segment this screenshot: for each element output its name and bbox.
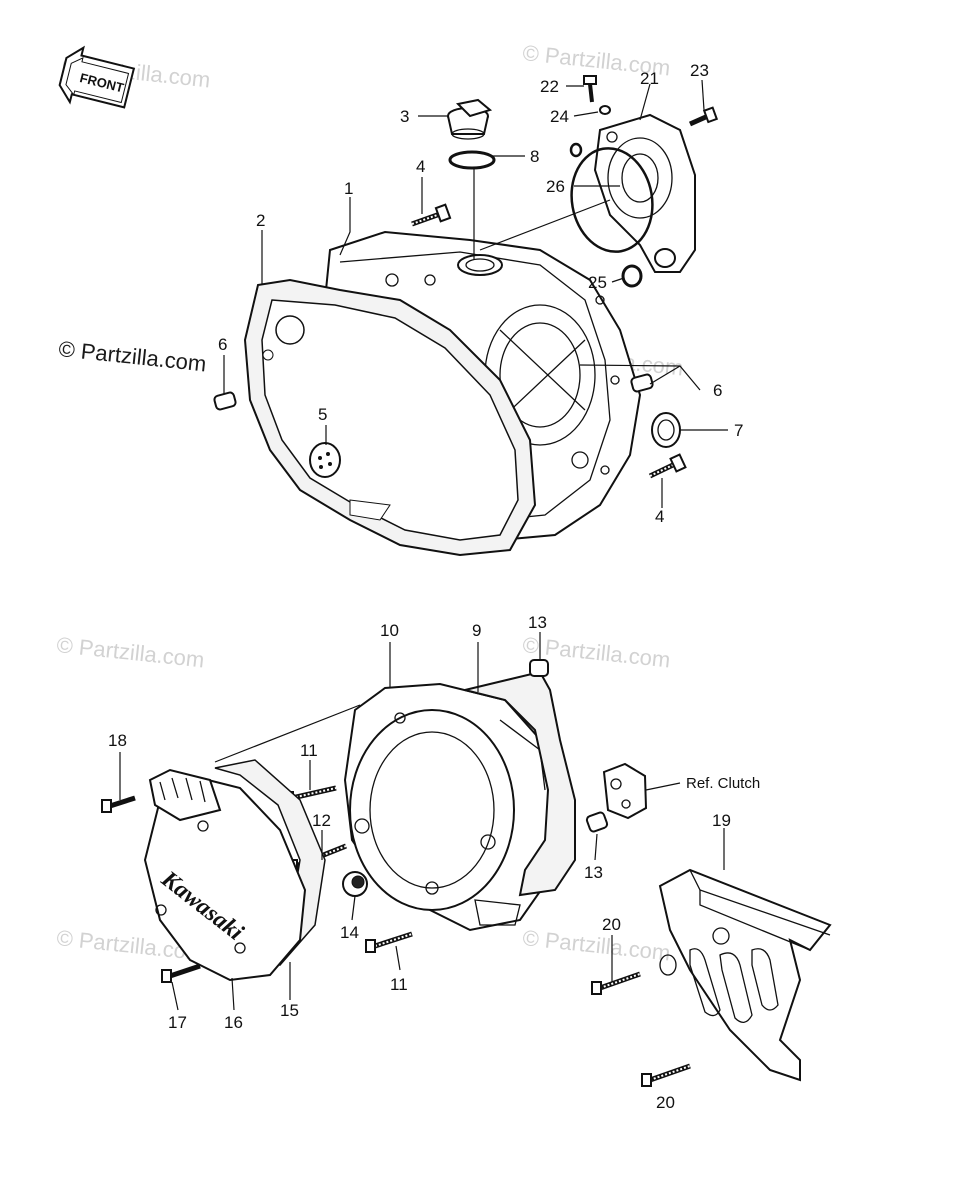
callout-24: 24 (550, 107, 569, 126)
bolt-part-17 (161, 963, 201, 983)
callout-18: 18 (108, 731, 127, 750)
o-ring-part-26 (570, 147, 654, 253)
bolt-part-20-upper (591, 971, 641, 995)
watermark-left-dark: © Partzilla.com (57, 336, 207, 376)
oil-screen-part-5 (309, 442, 341, 478)
callout-20-upper: 20 (602, 915, 621, 934)
callout-12: 12 (312, 811, 331, 830)
callout-20-lower: 20 (656, 1093, 675, 1112)
oil-seal-part-7 (651, 412, 681, 448)
callout-19: 19 (712, 811, 731, 830)
callout-labels: 1 2 3 4 4 5 6 6 7 8 9 10 11 11 12 13 13 … (108, 61, 760, 1112)
callout-22: 22 (540, 77, 559, 96)
callout-8: 8 (530, 147, 539, 166)
bolt-part-18 (101, 795, 136, 813)
callout-6-right: 6 (713, 381, 722, 400)
sprocket-cover-part-19 (658, 868, 832, 1082)
screw-part-22 (583, 75, 597, 103)
callout-5: 5 (318, 405, 327, 424)
dowel-pin-part-6-left (213, 391, 237, 411)
callout-2: 2 (256, 211, 265, 230)
front-arrow-badge: FRONT (58, 45, 136, 109)
bolt-part-4-lower (648, 453, 687, 479)
dowel-pin-part-13-lower (585, 811, 609, 833)
callout-16: 16 (224, 1013, 243, 1032)
bolt-part-11-lower (365, 931, 413, 953)
callout-15: 15 (280, 1001, 299, 1020)
reference-clutch-label: Ref. Clutch (686, 775, 760, 792)
callout-25: 25 (588, 273, 607, 292)
callout-13-lower: 13 (584, 863, 603, 882)
callout-14: 14 (340, 923, 359, 942)
callout-1: 1 (344, 179, 353, 198)
callout-9: 9 (472, 621, 481, 640)
callout-21: 21 (640, 69, 659, 88)
plug-part-14 (342, 871, 368, 897)
bolt-part-4-top (411, 203, 452, 227)
callout-7: 7 (734, 421, 743, 440)
gasket-part-2 (243, 278, 537, 557)
o-ring-part-8 (448, 150, 496, 170)
bolt-part-20-lower (641, 1063, 691, 1087)
callout-10: 10 (380, 621, 399, 640)
oil-filler-cap-part-3 (447, 98, 493, 140)
callout-23: 23 (690, 61, 709, 80)
gasket-part-9 (464, 670, 576, 897)
dowel-pin-part-6-right (630, 373, 654, 393)
washer-part-24 (599, 105, 611, 115)
callout-11-lower: 11 (390, 975, 408, 994)
callout-17: 17 (168, 1013, 187, 1032)
watermark-mid-left: © Partzilla.com (55, 632, 205, 672)
callout-4-lower: 4 (655, 507, 664, 526)
clutch-release-reference-part (602, 762, 648, 820)
callout-13-upper: 13 (528, 613, 547, 632)
callout-11-upper: 11 (300, 741, 318, 760)
o-ring-part-25 (621, 264, 643, 288)
callout-26: 26 (546, 177, 565, 196)
clutch-cover-housing-part-10 (343, 682, 562, 932)
dowel-pin-part-13-upper (529, 659, 549, 677)
outer-cover-part-16: Kawasaki (143, 768, 307, 982)
callout-4-top: 4 (416, 157, 425, 176)
bolt-part-23 (688, 106, 719, 127)
callout-6-left: 6 (218, 335, 227, 354)
leader-lines (119, 79, 728, 1011)
callout-3: 3 (400, 107, 409, 126)
pump-cover-part-21 (593, 113, 696, 273)
o-ring-small (569, 142, 583, 158)
watermark-bottom-right: © Partzilla.com (521, 925, 671, 965)
